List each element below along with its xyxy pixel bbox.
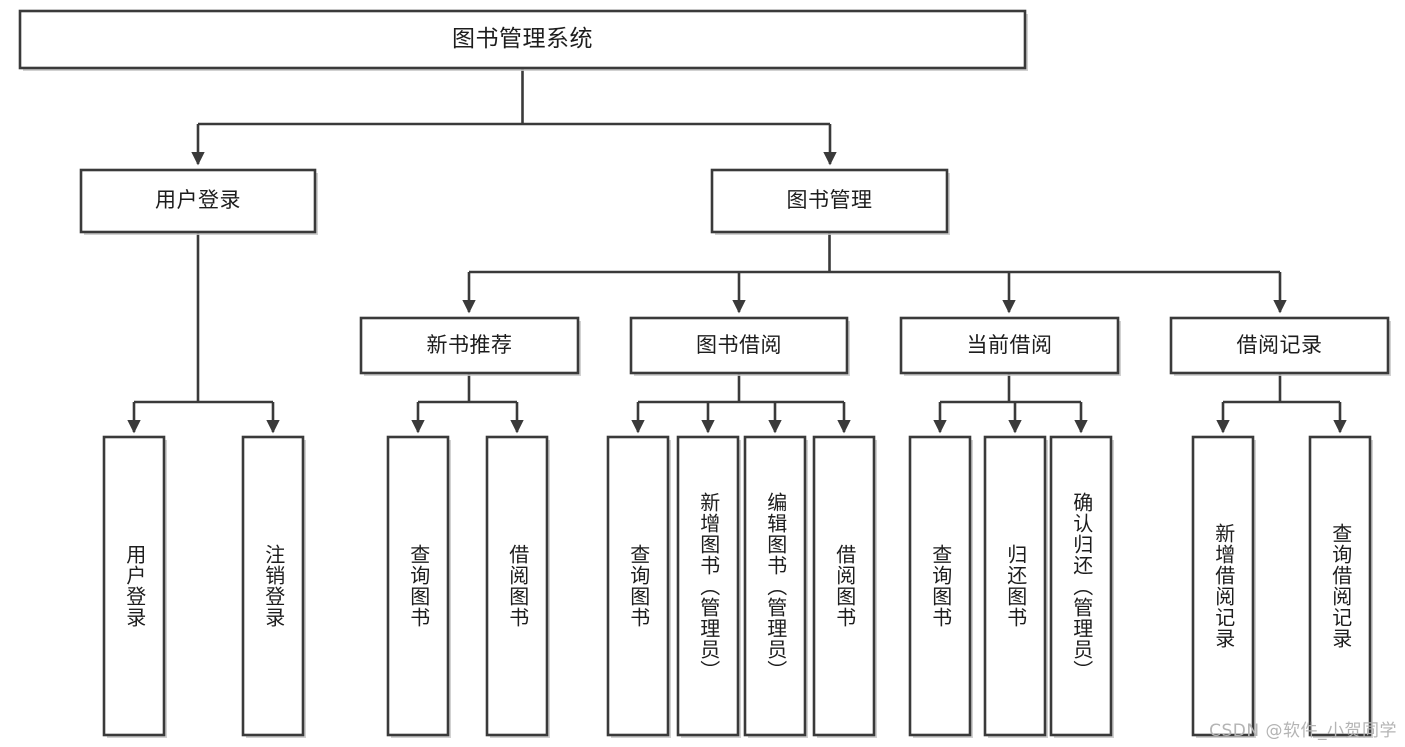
node-box-leaf-add-book[interactable]: [676, 435, 740, 737]
connector-group-borrowrecord-to-leaves: [1216, 373, 1347, 434]
node-box-leaf-confirm-return[interactable]: [1049, 435, 1113, 737]
connector-group-currentborrow-to-leaves: [933, 373, 1088, 434]
connector-group-root-to-level2: [191, 68, 837, 166]
connector-group-userlogin-to-leaves: [127, 232, 280, 434]
node-box-leaf-borrow-book-2[interactable]: [812, 435, 876, 737]
node-box-leaf-user-login[interactable]: [102, 435, 166, 737]
node-box-leaf-edit-book[interactable]: [743, 435, 807, 737]
node-box-leaf-query-book-3[interactable]: [908, 435, 972, 737]
connector-group-bookmanage-to-level3: [462, 232, 1287, 314]
node-box-leaf-user-logout[interactable]: [241, 435, 305, 737]
node-box-new-book-recommend[interactable]: [359, 316, 580, 375]
connector-group-newbook-to-leaves: [411, 373, 524, 434]
node-box-leaf-query-book-1[interactable]: [386, 435, 450, 737]
node-box-current-borrow[interactable]: [899, 316, 1120, 375]
node-box-leaf-query-book-2[interactable]: [606, 435, 670, 737]
node-box-leaf-query-record[interactable]: [1308, 435, 1372, 737]
node-box-leaf-return-book[interactable]: [983, 435, 1047, 737]
node-box-leaf-borrow-book-1[interactable]: [485, 435, 549, 737]
node-box-root[interactable]: [18, 9, 1027, 70]
node-box-user-login[interactable]: [79, 168, 317, 234]
node-box-book-manage[interactable]: [710, 168, 949, 234]
node-box-leaf-add-record[interactable]: [1191, 435, 1255, 737]
node-box-borrow-record[interactable]: [1169, 316, 1390, 375]
node-boxes: [18, 9, 1391, 738]
connector-group-bookborrow-to-leaves: [631, 373, 851, 434]
node-box-book-borrow[interactable]: [629, 316, 849, 375]
